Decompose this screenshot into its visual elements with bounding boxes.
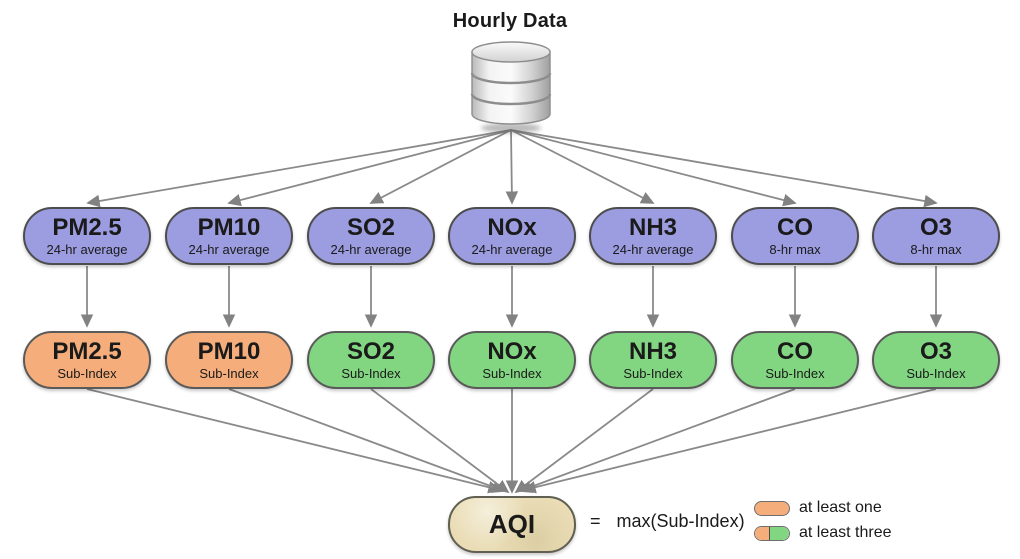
- node-sublabel: Sub-Index: [623, 366, 683, 382]
- node-so2-subindex: SO2 Sub-Index: [307, 331, 435, 389]
- node-nh3-average: NH3 24-hr average: [589, 207, 717, 265]
- node-nox-average: NOx 24-hr average: [448, 207, 576, 265]
- legend: at least one at least three: [754, 498, 892, 548]
- page-title: Hourly Data: [452, 10, 568, 32]
- node-co-max: CO 8-hr max: [731, 207, 859, 265]
- aqi-label: AQI: [488, 509, 536, 539]
- node-label: SO2: [346, 213, 396, 241]
- node-so2-average: SO2 24-hr average: [307, 207, 435, 265]
- node-pm25-average: PM2.5 24-hr average: [23, 207, 151, 265]
- equals-sign: =: [590, 511, 601, 531]
- swatch-green-half: [770, 526, 789, 540]
- node-sublabel: Sub-Index: [765, 366, 825, 382]
- node-label: NOx: [487, 337, 537, 365]
- node-o3-subindex: O3 Sub-Index: [872, 331, 1000, 389]
- swatch-orange-half: [755, 526, 771, 540]
- node-sublabel: Sub-Index: [341, 366, 401, 382]
- node-pm25-subindex: PM2.5 Sub-Index: [23, 331, 151, 389]
- node-o3-max: O3 8-hr max: [872, 207, 1000, 265]
- node-sublabel: 8-hr max: [910, 242, 962, 258]
- orange-swatch-icon: [754, 500, 790, 516]
- node-sublabel: Sub-Index: [906, 366, 966, 382]
- legend-label: at least one: [799, 499, 882, 516]
- node-sublabel: Sub-Index: [199, 366, 259, 382]
- legend-item-at-least-one: at least one: [754, 498, 892, 518]
- formula-text: max(Sub-Index): [616, 511, 745, 531]
- aqi-formula: = max(Sub-Index): [590, 511, 745, 532]
- node-sublabel: 24-hr average: [612, 242, 694, 258]
- node-sublabel: 24-hr average: [471, 242, 553, 258]
- node-sublabel: Sub-Index: [482, 366, 542, 382]
- node-label: O3: [919, 213, 952, 241]
- node-sublabel: 8-hr max: [769, 242, 821, 258]
- node-label: PM2.5: [52, 337, 122, 365]
- node-label: PM10: [197, 213, 261, 241]
- node-label: PM2.5: [52, 213, 122, 241]
- node-label: CO: [777, 337, 813, 365]
- node-aqi: AQI: [448, 496, 576, 553]
- node-sublabel: 24-hr average: [188, 242, 270, 258]
- node-label: NOx: [487, 213, 537, 241]
- node-label: CO: [777, 213, 813, 241]
- node-pm10-subindex: PM10 Sub-Index: [165, 331, 293, 389]
- node-pm10-average: PM10 24-hr average: [165, 207, 293, 265]
- node-nox-subindex: NOx Sub-Index: [448, 331, 576, 389]
- node-label: PM10: [197, 337, 261, 365]
- node-co-subindex: CO Sub-Index: [731, 331, 859, 389]
- node-sublabel: Sub-Index: [57, 366, 117, 382]
- orange-green-swatch-icon: [754, 525, 790, 541]
- node-sublabel: 24-hr average: [46, 242, 128, 258]
- node-nh3-subindex: NH3 Sub-Index: [589, 331, 717, 389]
- node-label: SO2: [346, 337, 396, 365]
- legend-label: at least three: [799, 524, 892, 541]
- legend-item-at-least-three: at least three: [754, 523, 892, 543]
- database-icon: [470, 41, 552, 133]
- node-label: NH3: [628, 213, 677, 241]
- node-label: NH3: [628, 337, 677, 365]
- node-label: O3: [919, 337, 952, 365]
- node-sublabel: 24-hr average: [330, 242, 412, 258]
